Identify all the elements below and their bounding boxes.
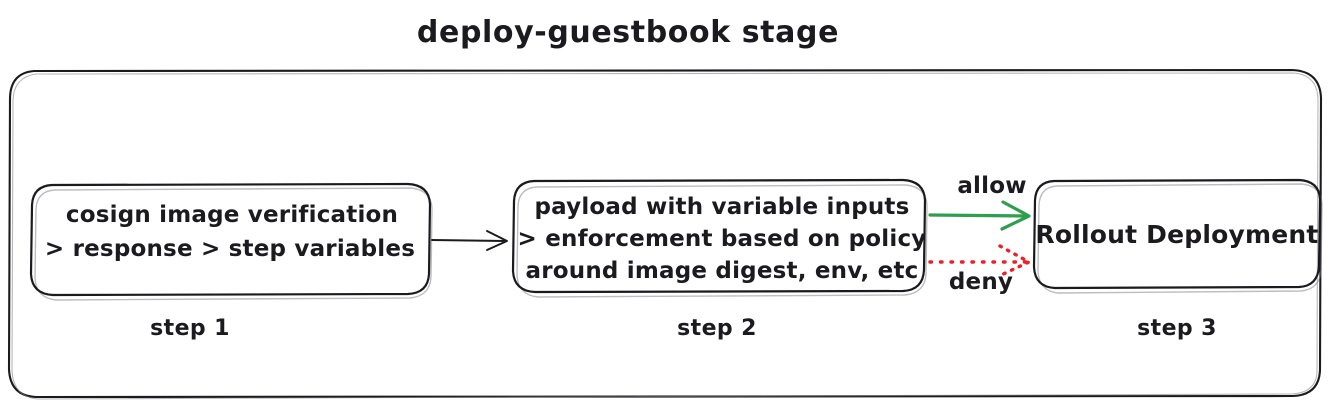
node-step3[interactable]: Rollout Deployment: [1032, 178, 1323, 294]
caption-step2: step 2: [677, 316, 757, 341]
caption-step3: step 3: [1137, 316, 1217, 341]
node-step1-line-0: cosign image verification: [66, 202, 398, 228]
node-step2[interactable]: payload with variable inputs > enforceme…: [511, 178, 928, 298]
edge-step1-step2: [431, 230, 508, 251]
edge-deny: [928, 244, 1031, 278]
edge-deny-label: deny: [949, 269, 1013, 295]
node-step2-line-1: > enforcement based on policy: [518, 226, 927, 252]
edge-allow: [928, 200, 1031, 231]
node-step1-line-1: > response > step variables: [45, 236, 415, 262]
stage-container: [7, 68, 1323, 400]
node-step2-line-0: payload with variable inputs: [534, 194, 909, 220]
node-step2-line-2: around image digest, env, etc: [525, 258, 918, 284]
caption-step1: step 1: [150, 316, 230, 341]
edge-allow-label: allow: [957, 173, 1026, 199]
diagram-title: deploy-guestbook stage: [417, 15, 839, 50]
node-step1[interactable]: cosign image verification > response > s…: [29, 182, 433, 301]
node-step3-line-0: Rollout Deployment: [1035, 220, 1318, 249]
